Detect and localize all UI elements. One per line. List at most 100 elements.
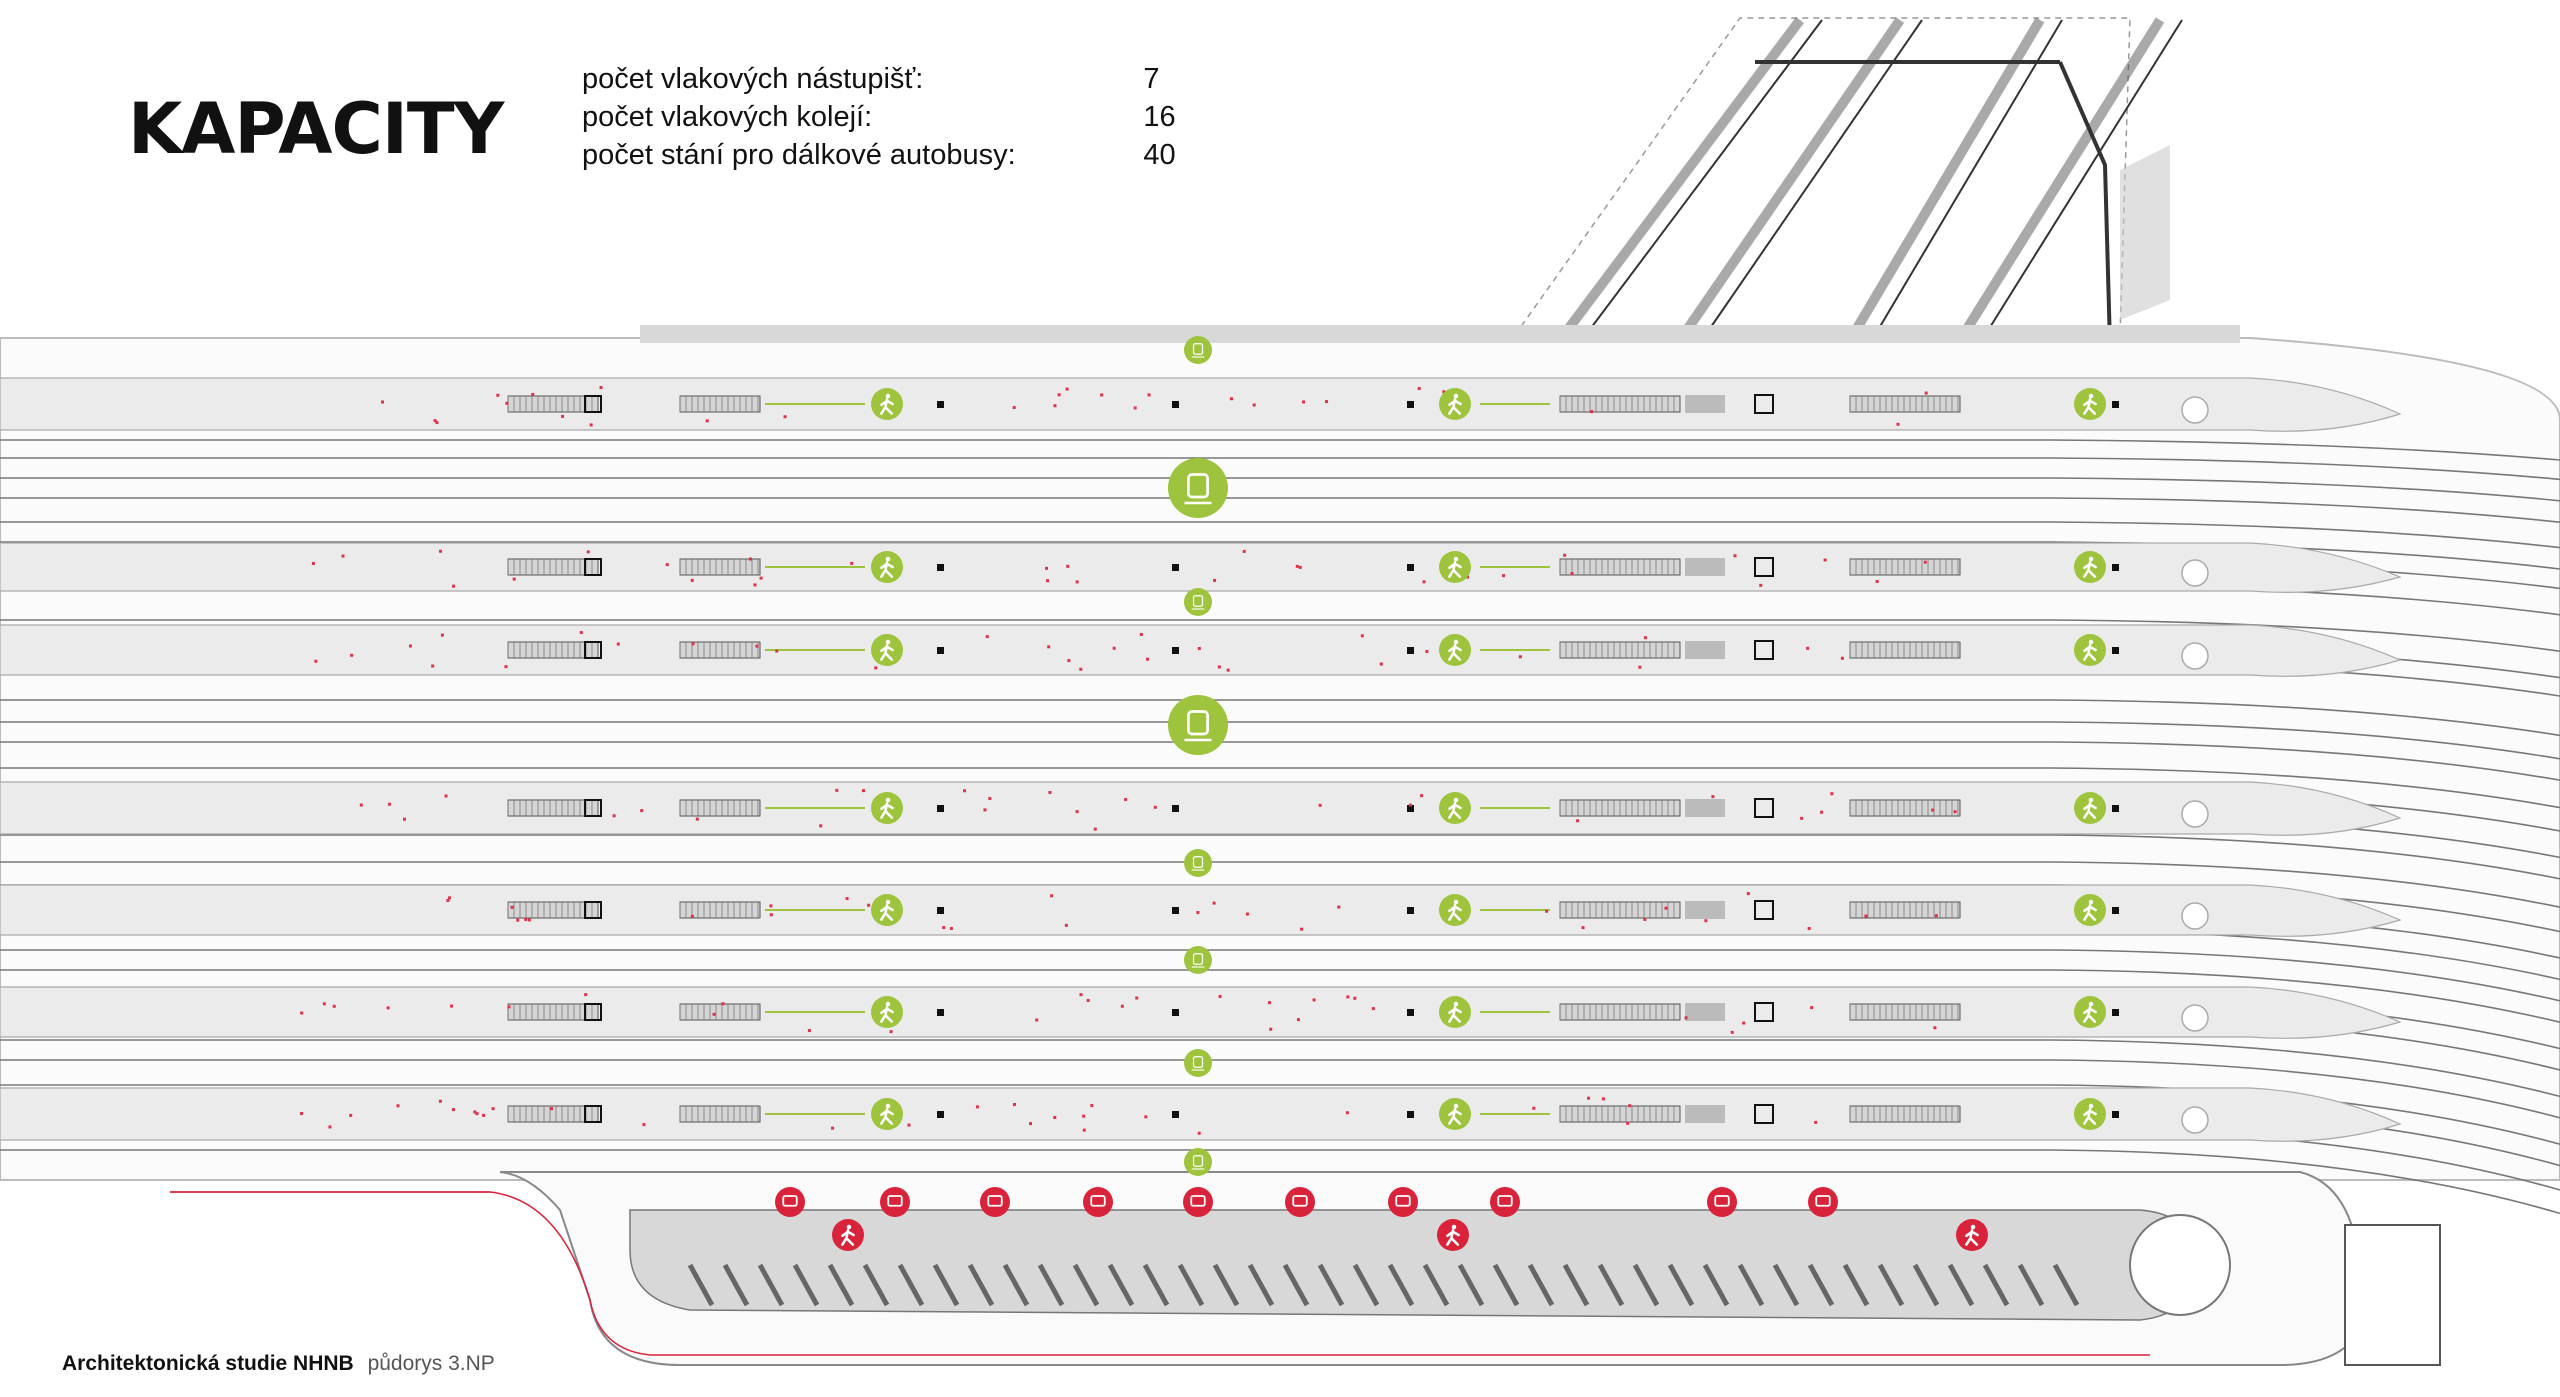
platform <box>0 624 2402 677</box>
bus-icon <box>1183 1187 1213 1217</box>
roof-beam-edge <box>1581 19 1823 341</box>
passenger-dot <box>1245 912 1249 916</box>
pedestrian-icon-head <box>885 1103 891 1109</box>
passenger-dot <box>1581 926 1585 930</box>
passenger-dot <box>1075 580 1079 584</box>
pedestrian-icon <box>1439 996 1471 1028</box>
pedestrian-icon-head <box>2088 797 2094 803</box>
bus-icon <box>1490 1187 1520 1217</box>
column <box>937 805 944 812</box>
roof-beam <box>1675 17 1905 343</box>
bus-bay <box>1737 1263 1765 1307</box>
passenger-dot <box>1864 914 1868 918</box>
pedestrian-icon-body <box>1448 560 1462 578</box>
passenger-dot <box>942 926 946 930</box>
pedestrian-icon-body <box>2083 560 2097 578</box>
bus-icon <box>1285 1187 1315 1217</box>
roof-tie <box>2058 61 2112 346</box>
bus-route <box>170 1191 2150 1356</box>
passenger-dot <box>504 665 508 669</box>
pedestrian-icon-body <box>880 903 894 921</box>
column <box>937 647 944 654</box>
stat-label: počet vlakových nástupišť: <box>582 63 924 95</box>
column <box>2112 647 2119 654</box>
pedestrian-icon <box>871 792 903 824</box>
platform <box>0 377 2402 432</box>
pedestrian-icon-body <box>2083 1005 2097 1023</box>
passenger-dot <box>1422 580 1426 584</box>
pedestrian-icon <box>2074 996 2106 1028</box>
pedestrian-icon <box>871 894 903 926</box>
track-rail <box>0 767 2560 809</box>
passenger-dot <box>1252 403 1256 407</box>
passenger-dot <box>1242 549 1246 553</box>
train-icon-bg <box>1184 1148 1212 1176</box>
passenger-dot <box>1120 1004 1124 1008</box>
elevator <box>584 558 602 576</box>
bus-bay <box>1702 1263 1730 1307</box>
passenger-dot <box>1934 914 1938 918</box>
passenger-dot <box>1704 919 1708 923</box>
train-icon-body <box>1192 595 1204 607</box>
stat-value: 7 <box>1143 63 1160 95</box>
elevator <box>1754 1104 1774 1124</box>
stair-block <box>1849 1003 1961 1021</box>
passenger-dot <box>1840 656 1844 660</box>
pedestrian-icon-head <box>2088 556 2094 562</box>
passenger-dot <box>949 926 953 930</box>
passenger-dot <box>612 814 616 818</box>
bus-bay <box>2052 1263 2080 1307</box>
platform <box>0 1087 2402 1142</box>
passenger-dot <box>1153 805 1157 809</box>
passenger-dot <box>473 1110 477 1114</box>
passenger-dot <box>642 1123 646 1127</box>
pedestrian-icon-body <box>1965 1228 1979 1246</box>
passenger-dot <box>874 666 878 670</box>
station-outline <box>0 337 2560 1181</box>
passenger-dot <box>1379 662 1383 666</box>
passenger-dot <box>1145 657 1149 661</box>
stair-block <box>1849 641 1961 659</box>
bus-icon <box>775 1187 805 1217</box>
track-rail <box>0 741 2560 781</box>
pedestrian-icon <box>1439 792 1471 824</box>
passenger-dot <box>691 642 695 646</box>
platform-kiosk <box>1685 641 1725 659</box>
pedestrian-icon <box>2074 792 2106 824</box>
bus-bay <box>1282 1263 1310 1307</box>
bus-icon-body <box>1090 1195 1106 1207</box>
stair-block <box>1849 558 1961 576</box>
train-icon-body <box>1192 1155 1204 1167</box>
bus-bay <box>757 1263 785 1307</box>
pedestrian-icon <box>871 1098 903 1130</box>
bus-icon-bg <box>775 1187 805 1217</box>
bus-icon-bg <box>1083 1187 1113 1217</box>
bus-bay <box>1492 1263 1520 1307</box>
bus-bay <box>1352 1263 1380 1307</box>
pedestrian-icon <box>1439 1098 1471 1130</box>
passenger-dot <box>402 817 406 821</box>
passenger-dot <box>440 633 444 637</box>
passenger-dot <box>1147 393 1151 397</box>
passenger-dot <box>512 577 516 581</box>
passenger-dot <box>1924 391 1928 395</box>
passenger-dot <box>1226 668 1230 672</box>
column <box>2112 401 2119 408</box>
stair-block <box>1849 1105 1961 1123</box>
pedestrian-icon-body <box>880 1005 894 1023</box>
passenger-dot <box>1742 1021 1746 1025</box>
pedestrian-icon-body <box>2083 397 2097 415</box>
capacity-stats: počet vlakových nástupišť: 7 počet vlako… <box>582 60 1202 174</box>
elevator <box>1754 900 1774 920</box>
passenger-dot <box>1067 659 1071 663</box>
passenger-dot <box>359 803 363 807</box>
passenger-dot <box>1048 791 1052 795</box>
train-platforms <box>0 377 2402 1142</box>
passenger-dot <box>1684 1016 1688 1020</box>
passenger-dot <box>755 644 759 648</box>
pedestrian-icon-body <box>2083 801 2097 819</box>
bus-icon-bg <box>1285 1187 1315 1217</box>
platform-kiosk <box>1685 1003 1725 1021</box>
passenger-dot <box>1298 565 1302 569</box>
train-icon <box>1184 1148 1212 1176</box>
